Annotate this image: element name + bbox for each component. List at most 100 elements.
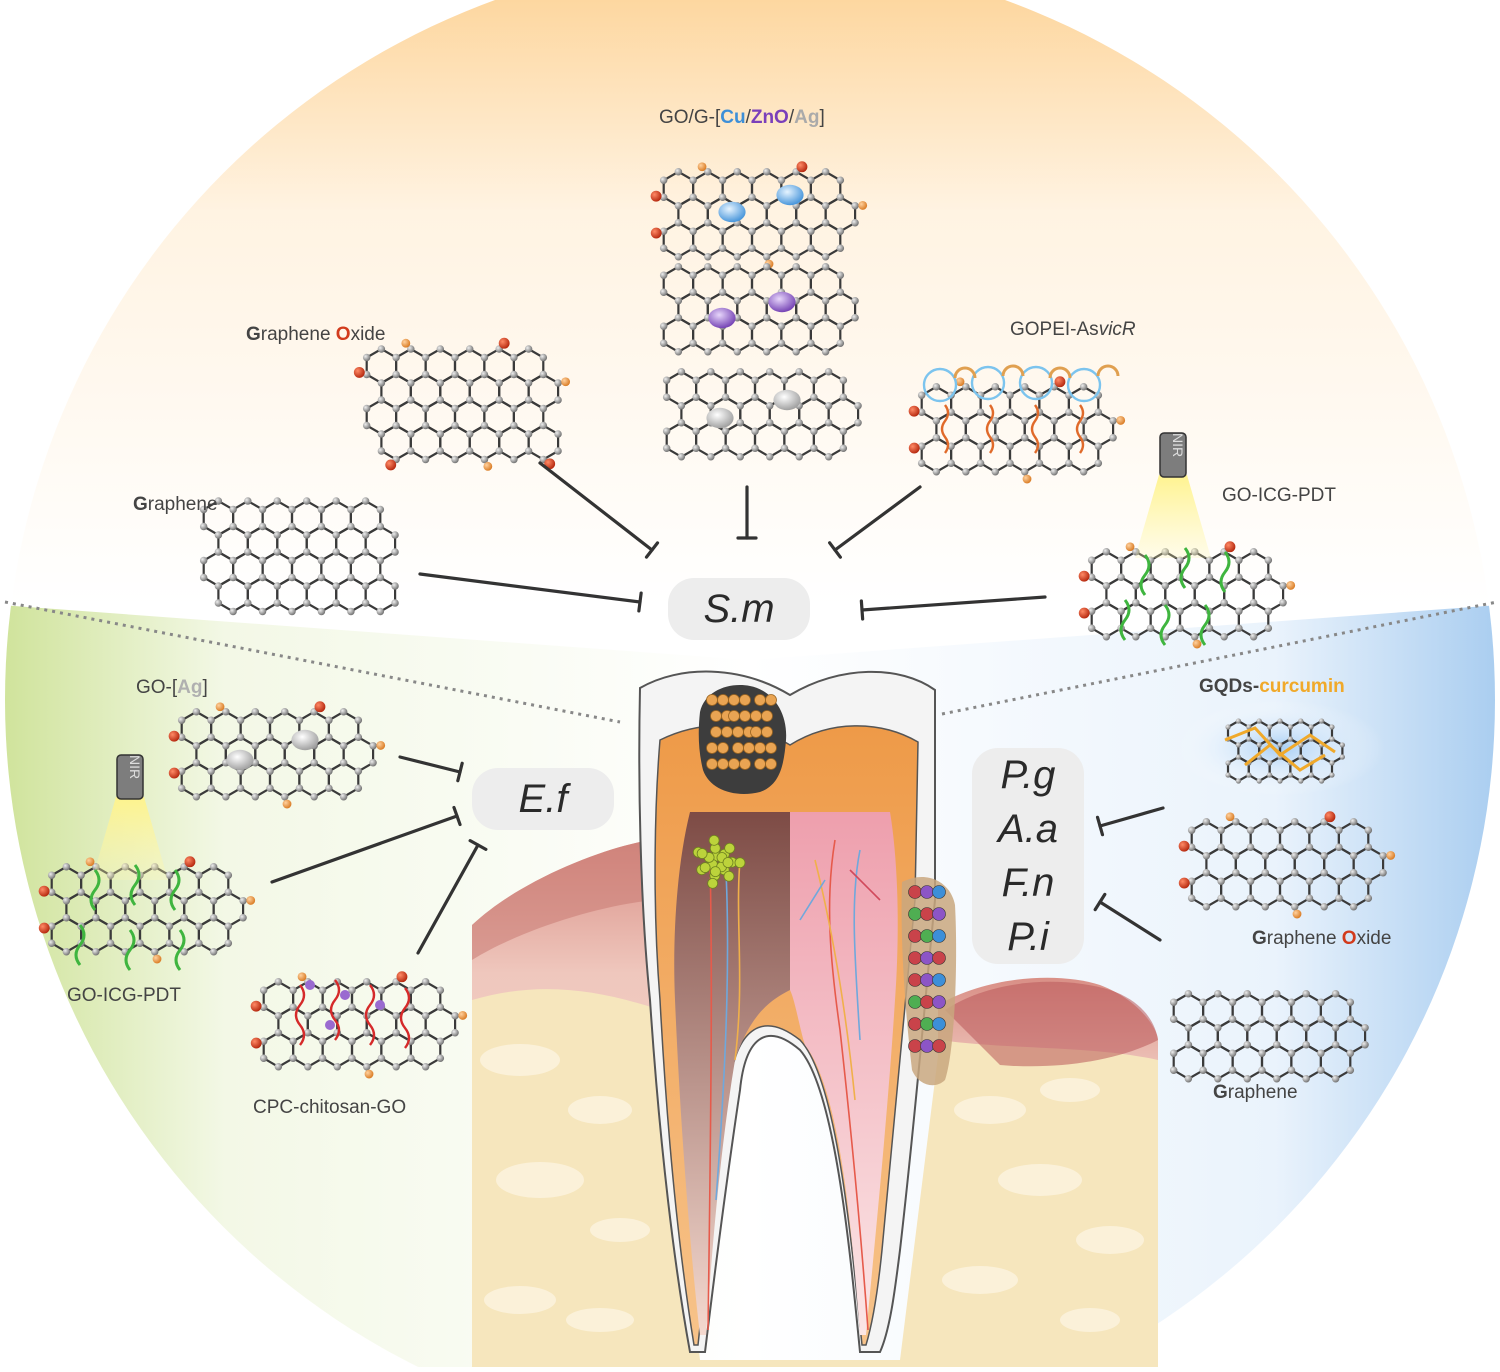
carbon-atom [180,897,188,905]
carbon-atom [377,345,386,353]
carbon-atom [195,871,203,879]
chitosan-strand [329,979,341,1041]
carbon-atom [1102,582,1111,590]
carbon-atom [718,271,727,279]
cpc-molecule [305,980,315,990]
carbon-atom [1146,624,1155,632]
periodontal-bacterium [908,973,922,987]
carbon-atom [207,733,215,741]
carbon-atom [258,573,267,582]
carbon-atom [736,419,745,427]
carbon-atom [1161,599,1170,607]
carbon-atom [1364,826,1373,834]
carbon-atom [273,531,282,539]
carbon-atom [302,582,311,590]
carbon-atom [421,978,430,986]
hydroxyl-group [1022,474,1032,484]
carbon-atom [1169,998,1178,1006]
carbon-atom [991,417,1000,425]
carbon-atom [1266,772,1273,778]
carbon-atom [391,531,399,539]
carbon-atom [991,468,1000,476]
carbon-atom [718,288,727,296]
carbon-atom [377,447,386,455]
carbon-atom [407,379,415,387]
carbon-atom [1349,869,1358,877]
carbon-atom [480,455,489,464]
carbon-atom [836,227,845,235]
carbon-atom [751,376,759,384]
carbon-atom [1102,548,1111,556]
carbon-atom [1364,894,1373,902]
carbon-atom [361,497,370,505]
carbon-atom [1298,754,1304,760]
carbon-atom [662,393,671,401]
carbon-atom [288,505,296,514]
carbon-atom [692,393,700,401]
carbon-atom [1346,998,1355,1006]
carbon-atom [736,453,745,461]
carbon-atom [1276,877,1284,885]
go-ag-sheet [662,368,862,461]
carbon-atom [362,370,371,379]
carbon-atom [258,505,267,514]
carbon-atom [674,263,683,271]
carbon-atom [748,322,756,330]
carbon-atom [851,202,859,210]
carbon-atom [836,339,845,347]
target-f-n: F.n [1001,861,1055,905]
periodontal-bacterium [920,1017,934,1031]
carbon-atom [1169,1049,1178,1057]
zno-nanoparticle [768,291,796,313]
graphene-right-sheet [1169,990,1369,1083]
region-dividers [4,600,1498,724]
carbon-atom [854,402,862,410]
bone-pore [1060,1308,1120,1332]
carbon-atom [839,376,848,384]
carbon-atom [718,244,727,252]
oxygen-atom [168,730,180,742]
carbon-atom [1214,990,1222,998]
carbon-atom [1287,1015,1296,1023]
nir-lamp-right [1135,432,1211,558]
carbon-atom [1258,1049,1266,1057]
carbon-atom [347,522,355,531]
hydroxyl-group [697,162,707,172]
carbon-atom [495,396,503,404]
carbon-atom [1094,442,1103,450]
carbon-atom [47,888,56,896]
periodontal-bacterium [932,1039,946,1053]
carbon-atom [407,430,415,438]
carbon-atom [121,897,130,905]
carbon-atom [1317,1066,1325,1074]
carbon-atom [554,447,562,455]
carbon-atom [1161,582,1170,590]
carbon-atom [465,430,474,438]
carbon-atom [325,784,333,792]
carbon-atom [1102,599,1111,607]
graphene-oxide-right-sheet [1178,811,1396,919]
carbon-atom [362,978,371,986]
carbon-atom [662,427,671,435]
pulp-bacterium [696,848,708,859]
graphene-top-left [199,497,399,616]
label-go-ag: GO-[Ag] [136,677,208,698]
caries-bacterium [706,742,718,754]
chitosan-strand [399,987,411,1049]
carbon-atom [751,393,759,401]
carbon-atom [332,599,340,607]
carbon-atom [807,288,815,296]
carbon-atom [106,922,115,930]
carbon-atom [1349,903,1358,911]
carbon-atom [662,444,671,452]
carbon-atom [1335,843,1343,851]
carbon-atom [707,402,715,410]
pei-strand [1030,404,1040,454]
carbon-atom [1006,459,1014,467]
carbon-atom [1308,772,1314,778]
carbon-atom [1006,408,1014,416]
carbon-atom [1256,742,1262,748]
carbon-atom [1290,852,1299,860]
carbon-atom [1379,869,1387,877]
